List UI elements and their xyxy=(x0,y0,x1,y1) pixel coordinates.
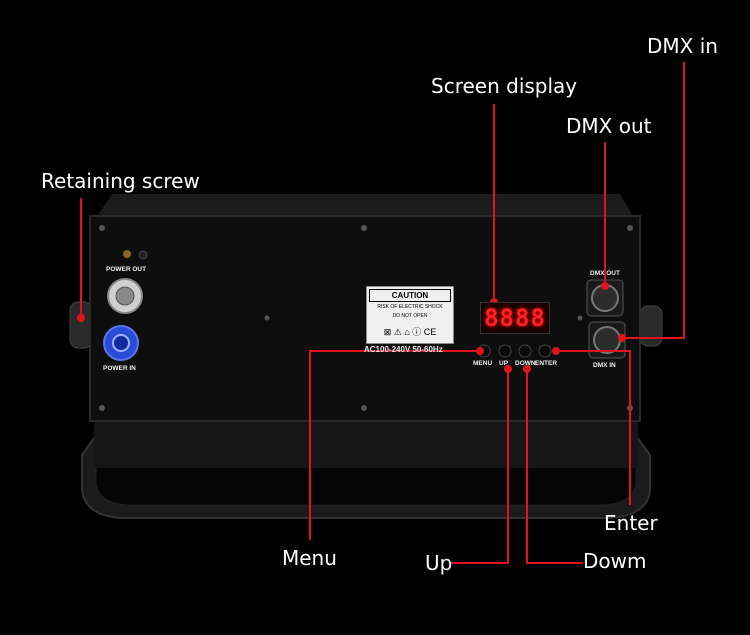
callout-menu: Menu xyxy=(282,546,337,570)
down-button-label: DOWN xyxy=(515,360,536,367)
fuse-holder xyxy=(123,250,131,258)
callout-dot xyxy=(476,347,484,355)
callout-line-up xyxy=(450,369,509,564)
caution-label: CAUTION RISK OF ELECTRIC SHOCK DO NOT OP… xyxy=(366,286,454,344)
led-screen-display: 8888 xyxy=(480,302,550,334)
callout-line-menu xyxy=(309,350,480,540)
lower-housing xyxy=(94,418,638,468)
enter-button-label: ENTER xyxy=(535,360,558,367)
caution-line-2: DO NOT OPEN xyxy=(392,313,428,319)
panel-screw xyxy=(99,225,105,231)
caution-title: CAUTION xyxy=(369,289,451,302)
callout-screen-display: Screen display xyxy=(431,74,578,98)
callout-line-enter xyxy=(556,350,631,505)
power-in-label: POWER IN xyxy=(103,365,136,372)
panel-screw xyxy=(264,315,270,321)
right-retaining-knob xyxy=(639,305,663,347)
menu-button-label: MENU xyxy=(473,360,493,367)
voltage-label: AC100-240V 50-60Hz xyxy=(364,345,443,354)
top-lip xyxy=(96,194,634,218)
callout-dot xyxy=(504,365,512,373)
callout-dmx-in: DMX in xyxy=(647,34,718,58)
callout-down: Dowm xyxy=(583,549,647,573)
dmx-in-connector xyxy=(593,326,621,354)
callout-dot xyxy=(77,314,85,322)
dmx-out-panel-label: DMX OUT xyxy=(590,270,620,277)
up-button xyxy=(498,344,512,358)
callout-dmx-out: DMX out xyxy=(566,114,652,138)
callout-enter: Enter xyxy=(604,511,658,535)
caution-line-1: RISK OF ELECTRIC SHOCK xyxy=(377,304,443,310)
rear-panel xyxy=(89,215,641,422)
up-button-label: UP xyxy=(499,360,509,367)
callout-line-down xyxy=(526,369,583,564)
panel-screw xyxy=(627,225,633,231)
panel-screw xyxy=(577,315,583,321)
callout-line-dmx-in xyxy=(622,62,685,339)
down-button xyxy=(518,344,532,358)
dmx-in-panel-label: DMX IN xyxy=(593,362,616,369)
panel-screw xyxy=(361,405,367,411)
enter-button xyxy=(538,344,552,358)
callout-dot xyxy=(552,347,560,355)
callout-up: Up xyxy=(425,551,453,575)
callout-retaining-screw: Retaining screw xyxy=(41,169,200,193)
indicator-light xyxy=(138,250,148,260)
panel-screw xyxy=(99,405,105,411)
panel-screw xyxy=(361,225,367,231)
power-out-label: POWER OUT xyxy=(106,266,147,273)
callout-dot xyxy=(523,365,531,373)
callout-dot xyxy=(601,282,609,290)
callout-dot xyxy=(618,334,626,342)
certification-icons: ⊠ ⚠ ⌂ ⓘ CE xyxy=(383,327,437,337)
